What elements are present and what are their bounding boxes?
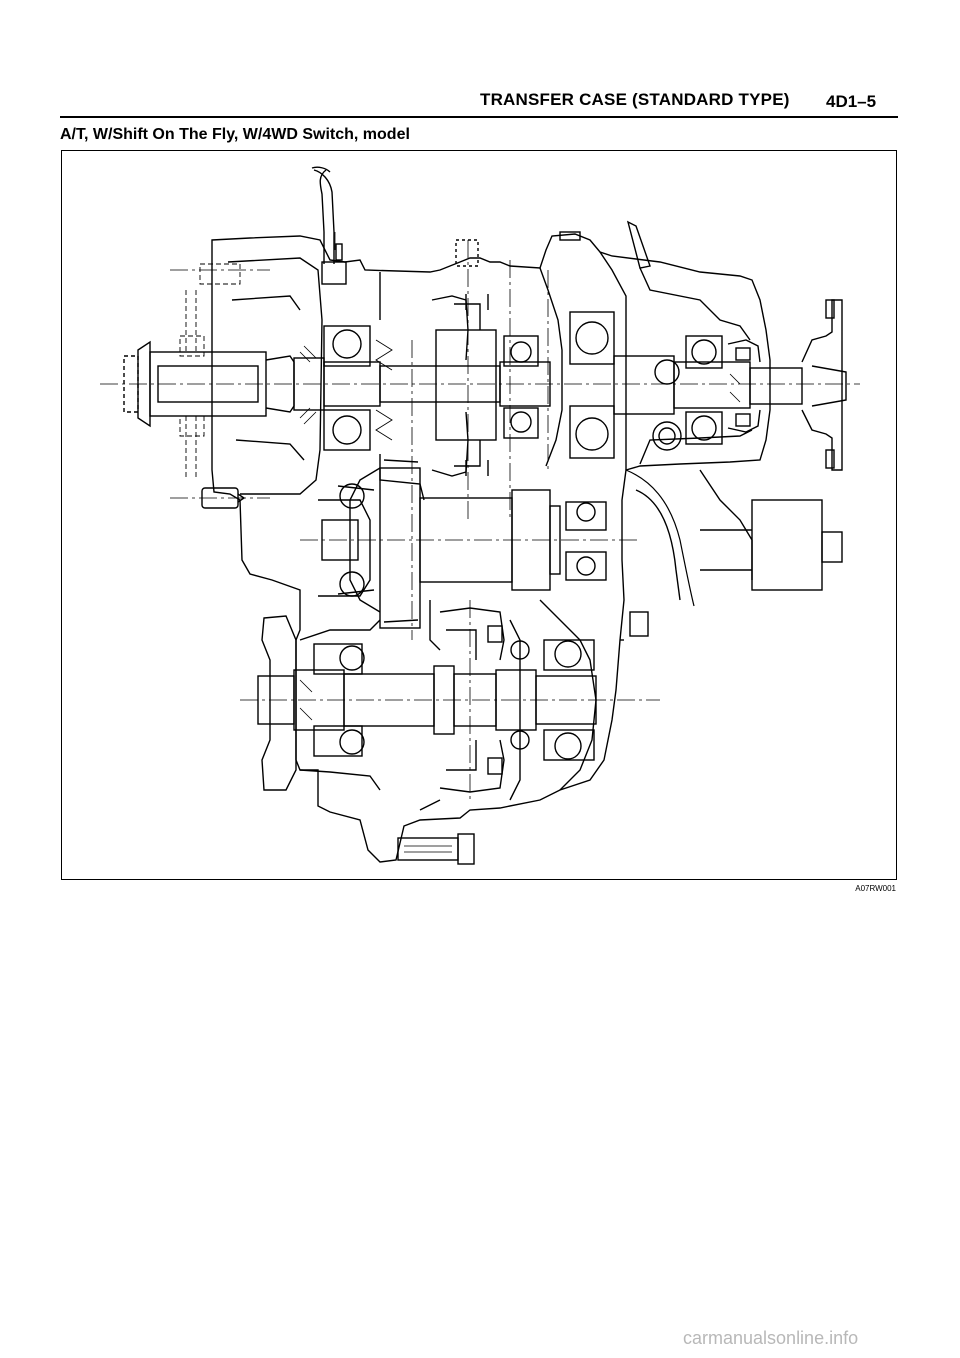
header-rule (60, 116, 898, 118)
figure-code: A07RW001 (855, 884, 896, 893)
figure-frame (61, 150, 897, 880)
section-title: TRANSFER CASE (STANDARD TYPE) (480, 90, 790, 109)
page-number: 4D1–5 (826, 92, 877, 111)
footer-watermark: carmanualsonline.info (683, 1328, 859, 1348)
bearings (323, 311, 723, 459)
centerlines (100, 232, 860, 800)
transfer-case-cross-section-drawing (100, 166, 860, 865)
front-shaft-bearings (313, 639, 595, 761)
countershaft-bearings (339, 483, 607, 597)
figure-caption: A/T, W/Shift On The Fly, W/4WD Switch, m… (60, 126, 410, 143)
